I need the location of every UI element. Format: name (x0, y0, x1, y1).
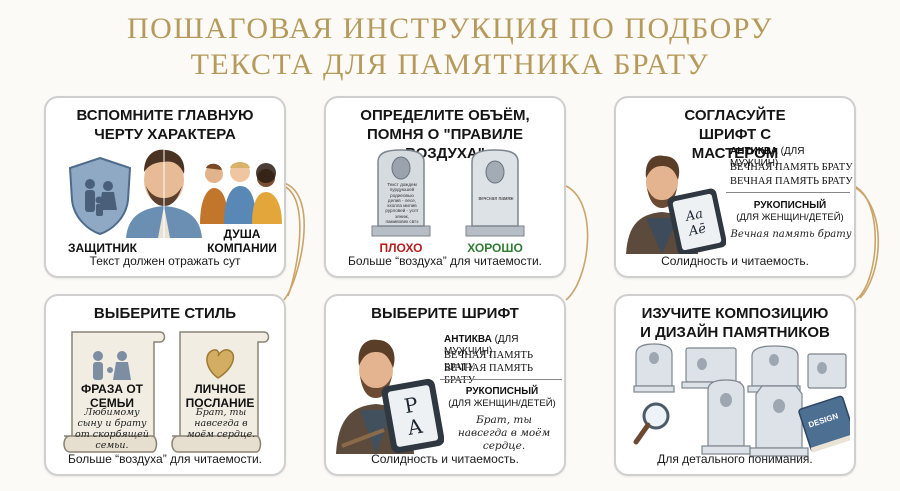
card-style-heading: ВЫБЕРИТЕ СТИЛЬ (93, 305, 237, 322)
antiqua-line-1: ВЕЧНАЯ ПАМЯТЬ БРАТУ (444, 350, 533, 373)
monument-designs (633, 343, 850, 457)
card-volume: ОПРЕДЕЛИТЕ ОБЪЁМ, ПОМНЯ О "ПРАВИЛЕ ВОЗДУ… (324, 96, 566, 278)
personal-message-text: Брат, ты навсегда в моём сердце. (186, 407, 256, 440)
bad-text-sample: Текст дождем пурдуюшей родиеовью делив -… (385, 182, 419, 225)
man-portrait (126, 148, 202, 238)
protector-label: ЗАЩИТНИК (68, 241, 137, 255)
card-trait-footer: Текст должен отражать сут (89, 254, 241, 268)
card-font: ВЫБЕРИТЕ ШРИФТ P A АНТИКВА (ДЛЯ МУЖЧИН) … (324, 294, 566, 476)
master-script-title: РУКОПИСНЫЙ (753, 200, 827, 211)
title-line-2: ТЕКСТА ДЛЯ ПАМЯТНИКА БРАТУ (190, 48, 710, 81)
good-label: ХОРОШО (467, 241, 523, 255)
engraver-with-tablet (336, 339, 444, 454)
card-trait: ВСПОМНИТЕ ГЛАВНУЮ ЧЕРТУ ХАРАКТЕРА ЗАЩИТН… (44, 96, 286, 278)
card-style-footer: Больше “воздуха” для читаемости. (67, 452, 262, 466)
good-text-sample: вечсная памяж (478, 196, 514, 202)
master-antiqua-title: АНТИКВА (ДЛЯ МУЖЧИН) (730, 146, 854, 170)
master-script-sample: Вечная память брату (730, 229, 852, 240)
antiqua-note: (ДЛЯ МУЖЧИН) (444, 334, 519, 357)
card-font-footer: Солидность и читаемость. (371, 452, 519, 466)
cluttered-headstone (371, 149, 431, 237)
card-font-heading: ВЫБЕРИТЕ ШРИФТ (371, 305, 519, 322)
card-design-footer: Для детального понимания. (657, 452, 813, 466)
family-phrase-text: Любимому сыну и брату от скорбящей семьи… (75, 407, 149, 451)
title-line-1: ПОШАГОВАЯ ИНСТРУКЦИЯ ПО ПОДБОРУ (126, 12, 773, 45)
master-script-note: (ДЛЯ ЖЕНЩИН/ДЕТЕЙ) (736, 212, 844, 223)
master-antiqua-line-2: ВЕЧНАЯ ПАМЯТЬ БРАТУ (730, 176, 853, 187)
clean-headstone (465, 149, 525, 237)
card-design: ИЗУЧИТЕ КОМПОЗИЦИЮ И ДИЗАЙН ПАМЯТНИКОВ D (614, 294, 856, 476)
personal-message-label: ЛИЧНОЕ ПОСЛАНИЕ (185, 382, 255, 410)
card-trait-heading: ВСПОМНИТЕ ГЛАВНУЮ ЧЕРТУ ХАРАКТЕРА (76, 107, 254, 143)
font-divider (440, 379, 562, 380)
card-font-master-footer: Солидность и читаемость. (661, 254, 809, 268)
antiqua-title: АНТИКВА (ДЛЯ МУЖЧИН) (444, 334, 564, 358)
antiqua-line-2: ВЕЧНАЯ ПАМЯТЬ БРАТУ (444, 363, 533, 386)
script-title: РУКОПИСНЫЙ (465, 386, 539, 397)
master-antiqua-note: (ДЛЯ МУЖЧИН) (730, 146, 805, 169)
soul-of-party-label: ДУША КОМПАНИИ (207, 227, 277, 255)
shield-family-icon (68, 156, 132, 236)
master-divider (726, 192, 850, 193)
personal-scroll (171, 331, 270, 453)
master-antiqua-label: АНТИКВА (730, 146, 778, 157)
master-antiqua-line-1: ВЕЧНАЯ ПАМЯТЬ БРАТУ (730, 162, 853, 173)
card-design-heading: ИЗУЧИТЕ КОМПОЗИЦИЮ И ДИЗАЙН ПАМЯТНИКОВ (640, 305, 830, 341)
card-style: ВЫБЕРИТЕ СТИЛЬ ФРАЗА ОТ СЕМЬИ Любимому с… (44, 294, 286, 476)
friends-group (200, 162, 282, 224)
card-font-master-heading: СОГЛАСУЙТЕ ШРИФТ С МАСТЕРОМ (684, 107, 786, 162)
script-note: (ДЛЯ ЖЕНЩИН/ДЕТЕЙ) (448, 398, 556, 409)
family-phrase-label: ФРАЗА ОТ СЕМЬИ (80, 382, 144, 410)
bad-label: ПЛОХО (379, 241, 423, 255)
antiqua-label: АНТИКВА (444, 334, 492, 345)
card-volume-heading: ОПРЕДЕЛИТЕ ОБЪЁМ, ПОМНЯ О "ПРАВИЛЕ ВОЗДУ… (360, 107, 530, 162)
script-sample: Брат, ты навсегда в моём сердце. (457, 414, 551, 452)
card-font-master: СОГЛАСУЙТЕ ШРИФТ С МАСТЕРОМ Aa Aē АНТИКВ… (614, 96, 856, 278)
master-with-tablet (626, 155, 726, 254)
card-volume-footer: Больше “воздуха” для читаемости. (347, 254, 542, 268)
engraver-tablet-text: P A (402, 392, 425, 440)
family-scroll (63, 331, 166, 453)
